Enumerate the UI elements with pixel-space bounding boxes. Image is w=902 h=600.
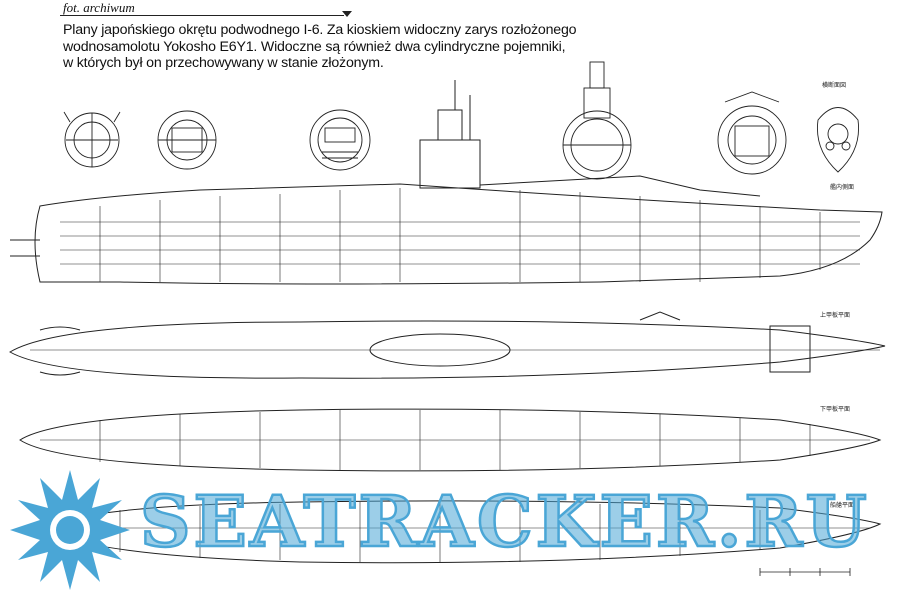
lower-deck-plan — [19, 408, 882, 472]
caption-line-1: Plany japońskiego okrętu podwodnego I-6.… — [63, 22, 577, 38]
upper-deck-plan — [9, 311, 886, 379]
caption-line-2: wodnosamolotu Yokosho E6Y1. Widoczne są … — [63, 38, 566, 55]
cross-section-3 — [309, 109, 371, 171]
label-side-section: 艦内側面 — [830, 184, 855, 191]
cross-section-4 — [562, 61, 632, 180]
caption-line-3: w których był on przechowywany w stanie … — [63, 55, 384, 72]
watermark-text: SEATRACKER.RU — [139, 480, 870, 563]
label-upper-deck: 上甲板平面 — [820, 312, 851, 319]
header-rule-arrow — [342, 11, 352, 17]
watermark-logo — [10, 470, 130, 590]
header-rule — [60, 15, 344, 16]
cross-section-6 — [816, 107, 860, 173]
caption: Plany japońskiego okrętu podwodnego I-6.… — [63, 22, 577, 72]
cross-section-1 — [63, 111, 121, 168]
archive-credit: fot. archiwum — [63, 0, 135, 15]
side-profile — [10, 80, 883, 285]
label-hold: 船艙平面 — [830, 502, 855, 509]
hold-plan — [38, 500, 882, 564]
watermark-text-fill: SEATRACKER.RU — [140, 480, 870, 563]
label-lower-deck: 下甲板平面 — [820, 406, 851, 413]
cross-section-2 — [157, 110, 217, 170]
label-cross-sections: 横断面図 — [822, 82, 847, 89]
scale-bar — [759, 568, 851, 576]
cross-section-5 — [717, 91, 787, 175]
